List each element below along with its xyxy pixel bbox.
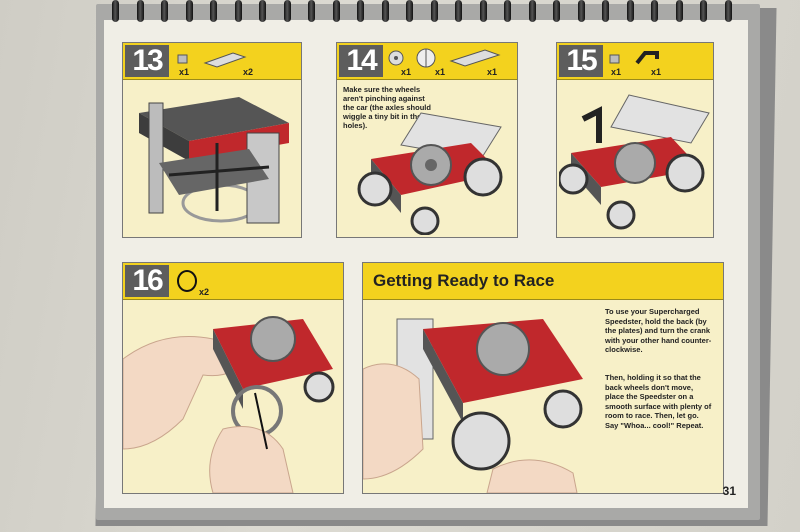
race-instructions-2: Then, holding it so that the back wheels… (605, 373, 712, 430)
binding-coil (430, 0, 438, 22)
binding-coil (357, 0, 365, 22)
binding-coil (185, 0, 193, 22)
binding-coil (210, 0, 218, 22)
binding-coil (136, 0, 144, 22)
binding-coil (724, 0, 732, 22)
instruction-page: 13 x1 x2 14 x1 (104, 20, 748, 508)
binding-coil (112, 0, 119, 22)
binding-coil (234, 0, 242, 22)
binding-coil (553, 0, 561, 22)
binding-coil (308, 0, 316, 22)
binding-coil (602, 0, 610, 22)
binding-coil (479, 0, 487, 22)
step-13-model-illustration (139, 97, 289, 224)
part-plate-icon (203, 52, 247, 68)
step-16-panel: 16 x2 (122, 262, 344, 494)
part-pulley-icon (416, 48, 436, 68)
binding-coil (651, 0, 659, 22)
part-pin-icon (609, 54, 620, 64)
race-header: Getting Ready to Race (363, 263, 723, 300)
part-qty: x2 (243, 67, 254, 77)
race-panel: Getting Ready to Race To use your Superc… (362, 262, 724, 494)
step-15-model-illustration (559, 94, 710, 230)
binding-coil (259, 0, 267, 22)
race-title: Getting Ready to Race (373, 271, 555, 290)
step-15-header: 15 x1 x1 (557, 43, 713, 80)
binding-coil (528, 0, 536, 22)
binding-coil (455, 0, 463, 22)
part-wheel-icon (388, 50, 404, 66)
part-qty: x1 (401, 67, 412, 77)
step-15-panel: 15 x1 x1 (556, 42, 714, 238)
step-16-header: 16 x2 (123, 263, 343, 300)
binding-coil (332, 0, 340, 22)
binding-coil (675, 0, 683, 22)
step-14-model-illustration (357, 112, 503, 235)
step-14-panel: 14 x1 x1 x1 Make sure the wheels aren't … (336, 42, 518, 238)
step-16-hands-illustration (123, 316, 335, 493)
rubber-band-icon (177, 270, 197, 292)
binding-coil (700, 0, 708, 22)
binding-coil (381, 0, 389, 22)
spiral-binding (112, 0, 732, 24)
part-qty: x1 (611, 67, 622, 77)
part-qty: x1 (487, 67, 498, 77)
step-13-panel: 13 x1 x2 (122, 42, 302, 238)
part-crank-icon (635, 51, 659, 65)
binding-coil (577, 0, 585, 22)
step-number: 13 (125, 45, 169, 77)
page-number: 31 (722, 484, 736, 498)
part-qty: x1 (179, 67, 190, 77)
step-number: 14 (339, 45, 383, 77)
step-14-header: 14 x1 x1 x1 (337, 43, 517, 80)
race-instructions-1: To use your Supercharged Speedster, hold… (605, 307, 712, 354)
part-plate-icon (449, 49, 501, 67)
step-number: 15 (559, 45, 603, 77)
part-pin-icon (177, 54, 188, 64)
binding-coil (283, 0, 291, 22)
binding-coil (626, 0, 634, 22)
race-hands-illustration (363, 318, 583, 493)
part-qty: x1 (651, 67, 662, 77)
binding-coil (406, 0, 414, 22)
step-13-header: 13 x1 x2 (123, 43, 301, 80)
part-qty: x1 (435, 67, 446, 77)
binding-coil (504, 0, 512, 22)
binding-coil (161, 0, 169, 22)
step-number: 16 (125, 265, 169, 297)
part-qty: x2 (199, 287, 210, 297)
step-14-note: Make sure the wheels aren't pinching aga… (343, 85, 431, 130)
